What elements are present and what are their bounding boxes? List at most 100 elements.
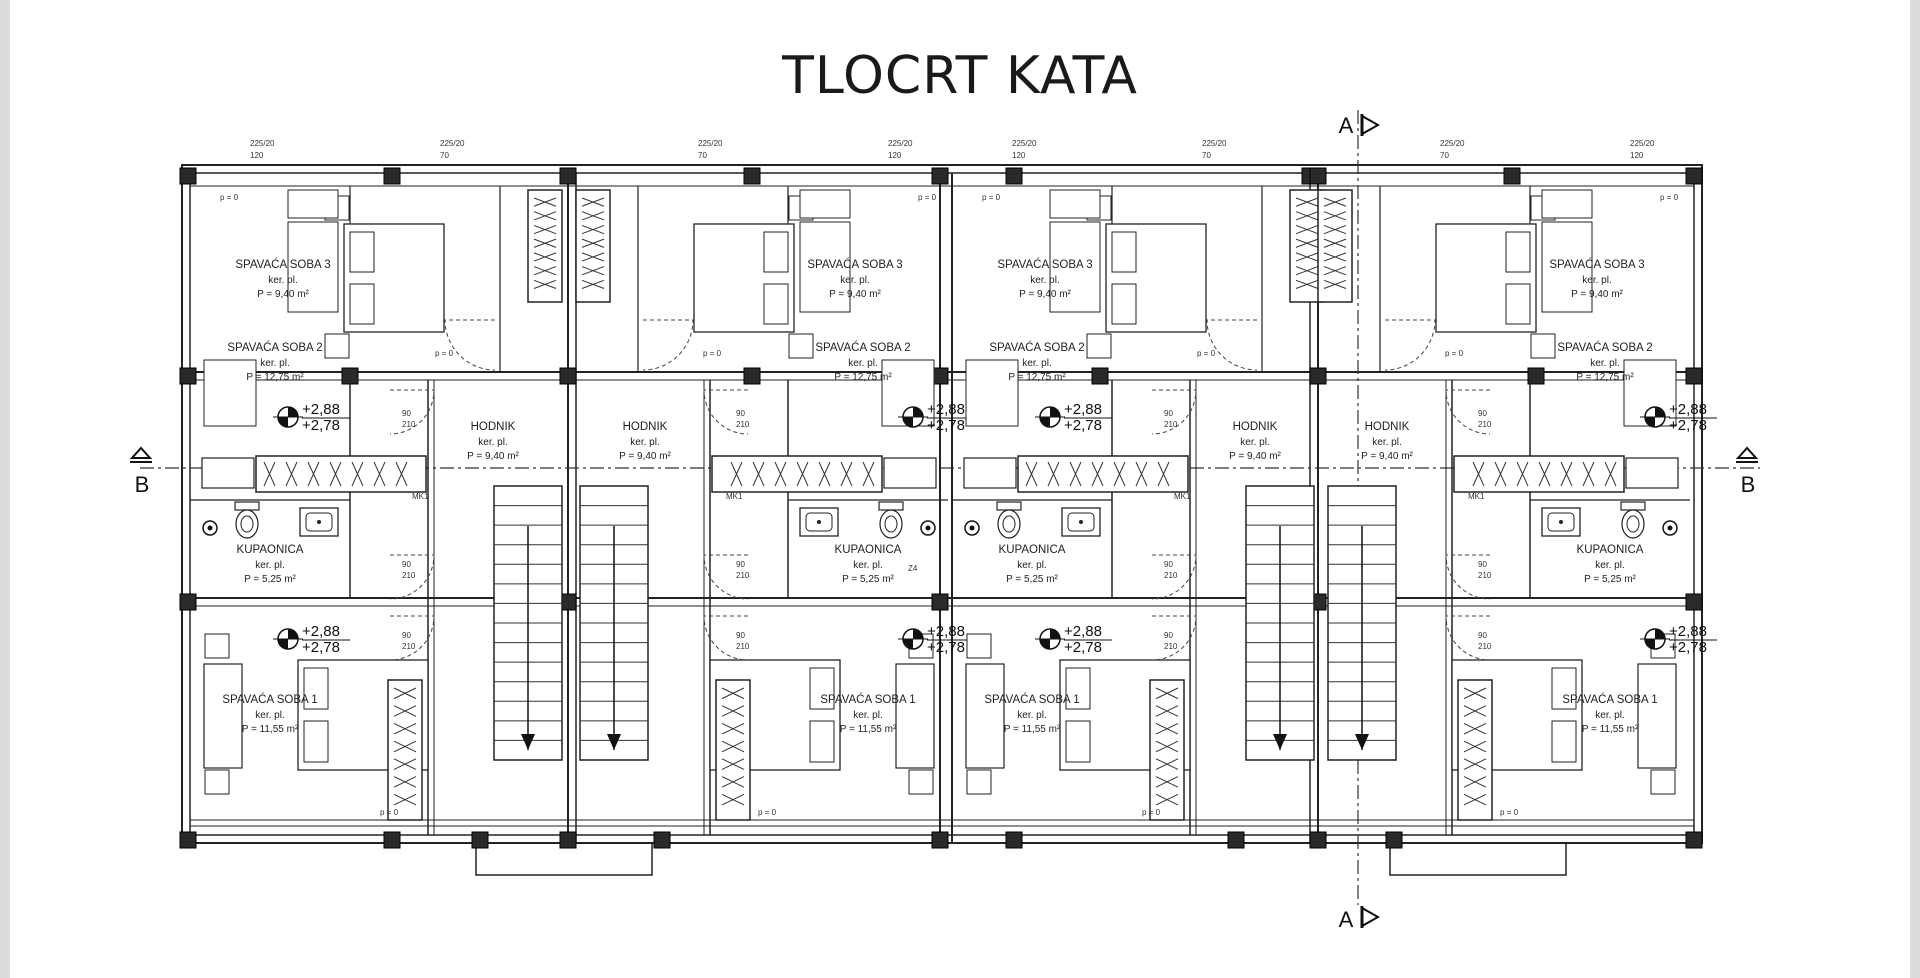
room-area-spavaca-soba-2: P = 12,75 m²: [834, 372, 892, 383]
pillow: [1065, 667, 1091, 710]
column: [1503, 167, 1521, 185]
sink-drain: [1559, 520, 1563, 524]
room-name-spavaca-soba-3: SPAVAĆA SOBA 3: [807, 258, 902, 271]
hanger-mark: [533, 224, 557, 235]
hanger-mark: [796, 461, 809, 487]
unit-2: [575, 186, 948, 835]
door-width-label: 90: [736, 409, 745, 418]
window-dim: 225/20: [440, 139, 465, 148]
hanger-mark: [581, 197, 605, 207]
hanger-mark: [393, 740, 417, 753]
room-name-spavaca-soba-3: SPAVAĆA SOBA 3: [235, 258, 330, 271]
hanger-mark: [1323, 197, 1347, 207]
hanger-mark: [1295, 238, 1319, 248]
sink-drain: [817, 520, 821, 524]
floor-type-spavaca-soba-3: ker. pl.: [840, 275, 869, 286]
hanger-mark: [1323, 252, 1347, 262]
hanger-mark: [329, 461, 342, 487]
room-name-spavaca-soba-2: SPAVAĆA SOBA 2: [227, 341, 322, 354]
window-dim: 120: [1630, 151, 1644, 160]
hanger-mark: [351, 461, 364, 487]
window-dim: 120: [888, 151, 902, 160]
door-height-label: 210: [402, 642, 416, 651]
elevation-upper: +2,88: [927, 623, 965, 640]
room-name-hodnik: HODNIK: [1365, 421, 1410, 433]
level-tag: p = 0: [1197, 349, 1216, 358]
column: [179, 367, 197, 385]
hanger-mark: [1463, 793, 1487, 806]
hanger-mark: [1323, 238, 1347, 248]
stair-unit-4: [1327, 485, 1397, 761]
sink-basin: [305, 512, 333, 532]
floor-type-spavaca-soba-1: ker. pl.: [853, 710, 882, 721]
level-tag: p = 0: [1445, 349, 1464, 358]
hanger-mark: [533, 197, 557, 207]
room-name-spavaca-soba-3: SPAVAĆA SOBA 3: [1549, 258, 1644, 271]
room-area-spavaca-soba-1: P = 11,55 m²: [840, 724, 897, 735]
page-title: TLOCRT KATA: [782, 46, 1138, 106]
elevation-upper: +2,88: [302, 623, 340, 640]
hanger-mark: [721, 776, 745, 788]
door-height-label: 210: [1164, 642, 1178, 651]
elevation-upper: +2,88: [302, 401, 340, 418]
window-dim: 225/20: [250, 139, 275, 148]
room-name-spavaca-soba-2: SPAVAĆA SOBA 2: [815, 341, 910, 354]
level-tag: p = 0: [918, 193, 937, 202]
cabinet: [963, 457, 1017, 489]
room-area-spavaca-soba-3: P = 9,40 m²: [1019, 289, 1071, 300]
wardrobe: [575, 189, 611, 303]
door-width-label: 90: [1478, 631, 1487, 640]
floor-type-kupaonica: ker. pl.: [853, 560, 882, 571]
hanger-mark: [1135, 461, 1148, 487]
door-height-label: 210: [1164, 420, 1178, 429]
room-area-spavaca-soba-3: P = 9,40 m²: [257, 289, 309, 300]
room-name-spavaca-soba-1: SPAVAĆA SOBA 1: [820, 693, 915, 706]
pillow: [1065, 720, 1091, 763]
chair: [1049, 189, 1101, 219]
hanger-mark: [1069, 461, 1082, 487]
level-tag: p = 0: [435, 349, 454, 358]
column: [743, 367, 761, 385]
hanger-mark: [393, 776, 417, 788]
level-tag: p = 0: [1660, 193, 1679, 202]
stairs-layer: [493, 485, 1397, 761]
floor-type-spavaca-soba-2: ker. pl.: [1590, 358, 1619, 369]
door-width-label: 90: [402, 409, 411, 418]
desk: [203, 359, 257, 427]
hanger-mark: [1323, 266, 1347, 276]
elevation-upper: +2,88: [1669, 623, 1707, 640]
pillow: [1551, 720, 1577, 763]
window-dim: 70: [1440, 151, 1449, 160]
section-marker-b-right: B: [1741, 472, 1756, 497]
window-dim: 225/20: [888, 139, 913, 148]
floor-drain-center: [969, 525, 975, 531]
hanger-mark: [263, 461, 276, 487]
elevation-lower: +2,78: [1064, 639, 1102, 656]
column: [1685, 831, 1703, 849]
wardrobe-side: [895, 663, 935, 769]
hanger-mark: [395, 461, 408, 487]
hanger-mark: [840, 461, 853, 487]
hanger-mark: [1295, 279, 1319, 289]
room-area-hodnik: P = 9,40 m²: [467, 451, 519, 462]
unit-1: [190, 186, 563, 835]
column: [1005, 831, 1023, 849]
window-dim: 225/20: [1440, 139, 1465, 148]
column: [931, 593, 949, 611]
hanger-mark: [752, 461, 765, 487]
stair-arrow: [607, 734, 621, 750]
column: [1091, 367, 1109, 385]
level-tag: p = 0: [1142, 808, 1161, 817]
hanger-mark: [285, 461, 298, 487]
hanger-mark: [581, 252, 605, 262]
column: [1385, 831, 1403, 849]
desk: [287, 221, 339, 313]
hanger-mark: [818, 461, 831, 487]
hanger-mark: [1463, 758, 1487, 770]
level-tag: p = 0: [220, 193, 239, 202]
floor-type-hodnik: ker. pl.: [630, 437, 659, 448]
hanger-mark: [1025, 461, 1038, 487]
window-dim: 120: [250, 151, 264, 160]
